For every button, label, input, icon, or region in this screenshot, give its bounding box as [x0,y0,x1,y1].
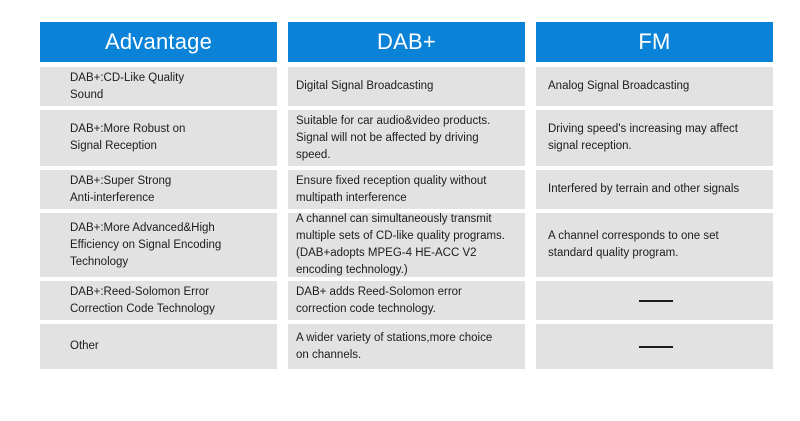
cell-text: Driving speed's increasing may affect si… [548,123,738,152]
comparison-table: Advantage DAB+:CD-Like Quality Sound DAB… [40,22,774,369]
cell-text: DAB+:CD-Like Quality Sound [70,71,185,101]
cell-text: A wider variety of stations,more choice … [296,331,493,361]
table-column-advantage: Advantage DAB+:CD-Like Quality Sound DAB… [40,22,277,369]
table-cell: A channel can simultaneously transmit mu… [288,213,525,277]
cell-text: Other [70,340,99,352]
cell-text: Interfered by terrain and other signals [548,183,740,195]
table-column-dabplus: DAB+ Digital Signal Broadcasting Suitabl… [288,22,525,369]
cell-text: A channel can simultaneously transmit mu… [296,213,505,276]
table-cell: DAB+ adds Reed-Solomon error correction … [288,281,525,320]
cell-text: Suitable for car audio&video products. S… [296,114,491,161]
cell-text: DAB+:Reed-Solomon Error Correction Code … [70,285,215,315]
table-cell: Analog Signal Broadcasting [536,67,773,106]
cell-text: DAB+:More Advanced&High Efficiency on Si… [70,221,222,268]
table-cell: DAB+:Reed-Solomon Error Correction Code … [40,281,277,320]
cell-text: A channel corresponds to one set standar… [548,230,719,259]
cell-text: DAB+:More Robust on Signal Reception [70,123,186,152]
table-cell-empty [536,281,773,320]
table-cell: Digital Signal Broadcasting [288,67,525,106]
cell-text: Analog Signal Broadcasting [548,80,690,92]
table-cell: Interfered by terrain and other signals [536,170,773,209]
table-cell: DAB+:CD-Like Quality Sound [40,67,277,106]
table-cell: Ensure fixed reception quality without m… [288,170,525,209]
column-cells-advantage: DAB+:CD-Like Quality Sound DAB+:More Rob… [40,67,277,369]
cell-text: Digital Signal Broadcasting [296,80,434,92]
cell-text: DAB+:Super Strong Anti-interference [70,174,172,204]
column-header-fm: FM [536,22,773,62]
table-cell: Suitable for car audio&video products. S… [288,110,525,166]
table-cell: A wider variety of stations,more choice … [288,324,525,369]
table-cell: DAB+:Super Strong Anti-interference [40,170,277,209]
table-cell-empty [536,324,773,369]
em-dash-icon [638,345,673,348]
em-dash-icon [638,299,673,302]
cell-text: DAB+ adds Reed-Solomon error correction … [296,285,462,315]
column-header-advantage: Advantage [40,22,277,62]
column-cells-fm: Analog Signal Broadcasting Driving speed… [536,67,773,369]
table-cell: DAB+:More Advanced&High Efficiency on Si… [40,213,277,277]
table-cell: A channel corresponds to one set standar… [536,213,773,277]
column-cells-dabplus: Digital Signal Broadcasting Suitable for… [288,67,525,369]
table-cell: Driving speed's increasing may affect si… [536,110,773,166]
table-cell: Other [40,324,277,369]
cell-text: Ensure fixed reception quality without m… [296,174,487,204]
table-column-fm: FM Analog Signal Broadcasting Driving sp… [536,22,773,369]
table-cell: DAB+:More Robust on Signal Reception [40,110,277,166]
column-header-dabplus: DAB+ [288,22,525,62]
